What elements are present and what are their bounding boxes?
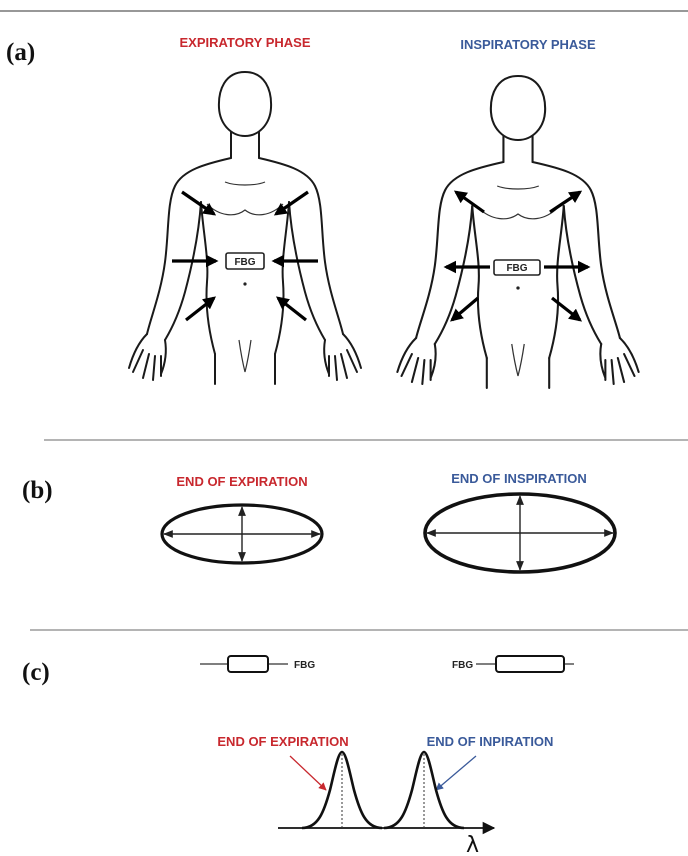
panel-c: (c) FBG FBG END OF EXPIRATION END OF INP… <box>22 656 574 856</box>
panel-a-label: (a) <box>6 39 35 66</box>
panel-a: (a) EXPIRATORY PHASE INSPIRATORY PHASE F… <box>6 35 639 388</box>
inspiratory-phase-title: INSPIRATORY PHASE <box>460 37 596 52</box>
end-of-inpiration-title-c: END OF INPIRATION <box>427 734 554 749</box>
arrow-inward-top-left <box>182 192 214 214</box>
expiratory-body-figure: FBG <box>129 72 361 384</box>
pointer-inspiration <box>436 756 476 790</box>
end-of-expiration-title-b: END OF EXPIRATION <box>176 474 307 489</box>
pointer-expiration <box>290 756 326 790</box>
panel-b: (b) END OF EXPIRATION END OF INSPIRATION <box>22 471 615 572</box>
arrow-outward-top-left <box>456 192 484 212</box>
fbg-label-left: FBG <box>234 257 255 268</box>
fbg-fiber-right: FBG <box>452 656 574 672</box>
arrow-inward-low-left <box>186 298 214 320</box>
panel-c-label: (c) <box>22 659 50 686</box>
inspiration-cross-section <box>425 494 615 572</box>
fbg-fiber-left: FBG <box>200 656 315 672</box>
arrow-inward-top-right <box>276 192 308 214</box>
fbg-label-c-left: FBG <box>294 660 315 671</box>
expiration-cross-section <box>162 505 322 563</box>
inspiratory-body-figure: FBG <box>397 76 638 388</box>
end-of-expiration-title-c: END OF EXPIRATION <box>217 734 348 749</box>
arrow-outward-low-left <box>452 298 478 320</box>
fbg-label-right: FBG <box>506 263 527 274</box>
fbg-label-c-right: FBG <box>452 660 473 671</box>
expiratory-phase-title: EXPIRATORY PHASE <box>180 35 311 50</box>
wavelength-symbol: λ <box>466 833 479 856</box>
panel-b-label: (b) <box>22 477 53 504</box>
end-of-inspiration-title-b: END OF INSPIRATION <box>451 471 587 486</box>
